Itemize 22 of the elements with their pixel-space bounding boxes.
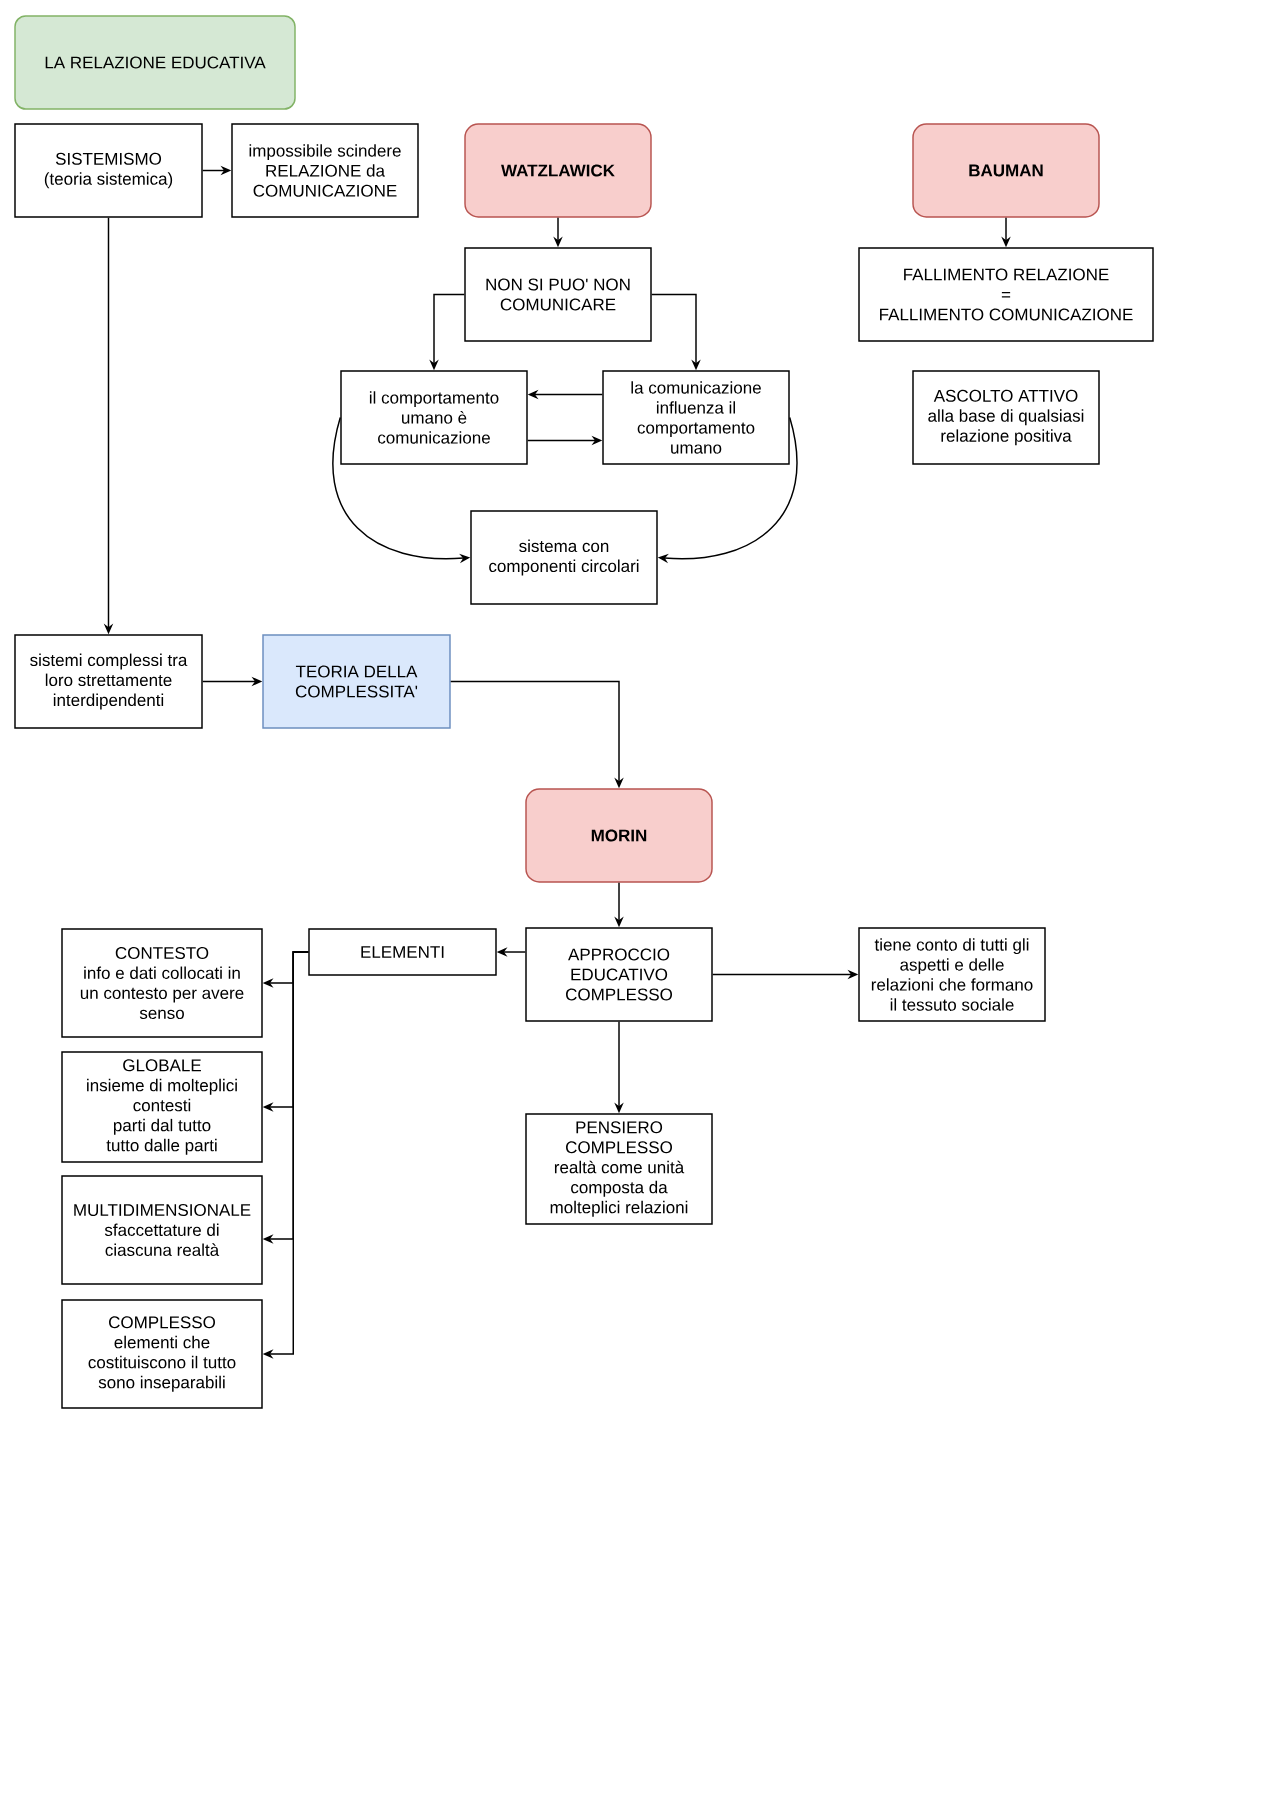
process-box: il comportamento umano è comunicazione	[340, 370, 528, 465]
process-box: GLOBALE insieme di molteplici contesti parti dal tutto tutto dalle parti	[61, 1051, 263, 1163]
process-box: TEORIA DELLA COMPLESSITA'	[262, 634, 451, 729]
rounded-box: LA RELAZIONE EDUCATIVA	[14, 15, 296, 110]
process-box: SISTEMISMO (teoria sistemica)	[14, 123, 203, 218]
process-box: PENSIERO COMPLESSO realtà come unità composta da molteplici relazioni	[525, 1113, 713, 1225]
process-box: CONTESTO info e dati collocati in un contesto per avere senso	[61, 928, 263, 1038]
process-box: sistemi complessi tra loro strettamente interdipendenti	[14, 634, 203, 729]
process-box: FALLIMENTO RELAZIONE = FALLIMENTO COMUNICAZIONE	[858, 247, 1154, 342]
process-box: NON SI PUO' NON COMUNICARE	[464, 247, 652, 342]
process-box: ELEMENTI	[308, 928, 497, 976]
process-box: impossibile scindere RELAZIONE da COMUNICAZIONE	[231, 123, 419, 218]
rounded-box: MORIN	[525, 788, 713, 883]
process-box: MULTIDIMENSIONALE sfaccettature di ciascuna realtà	[61, 1175, 263, 1285]
process-box: COMPLESSO elementi che costituiscono il tutto sono inseparabili	[61, 1299, 263, 1409]
process-box: tiene conto di tutti gli aspetti e delle relazioni che formano il tessuto sociale	[858, 927, 1046, 1022]
process-box: sistema con componenti circolari	[470, 510, 658, 605]
process-box: la comunicazione influenza il comportamento umano	[602, 370, 790, 465]
rounded-box: BAUMAN	[912, 123, 1100, 218]
process-box: ASCOLTO ATTIVO alla base di qualsiasi relazione positiva	[912, 370, 1100, 465]
process-box: APPROCCIO EDUCATIVO COMPLESSO	[525, 927, 713, 1022]
rounded-box: WATZLAWICK	[464, 123, 652, 218]
